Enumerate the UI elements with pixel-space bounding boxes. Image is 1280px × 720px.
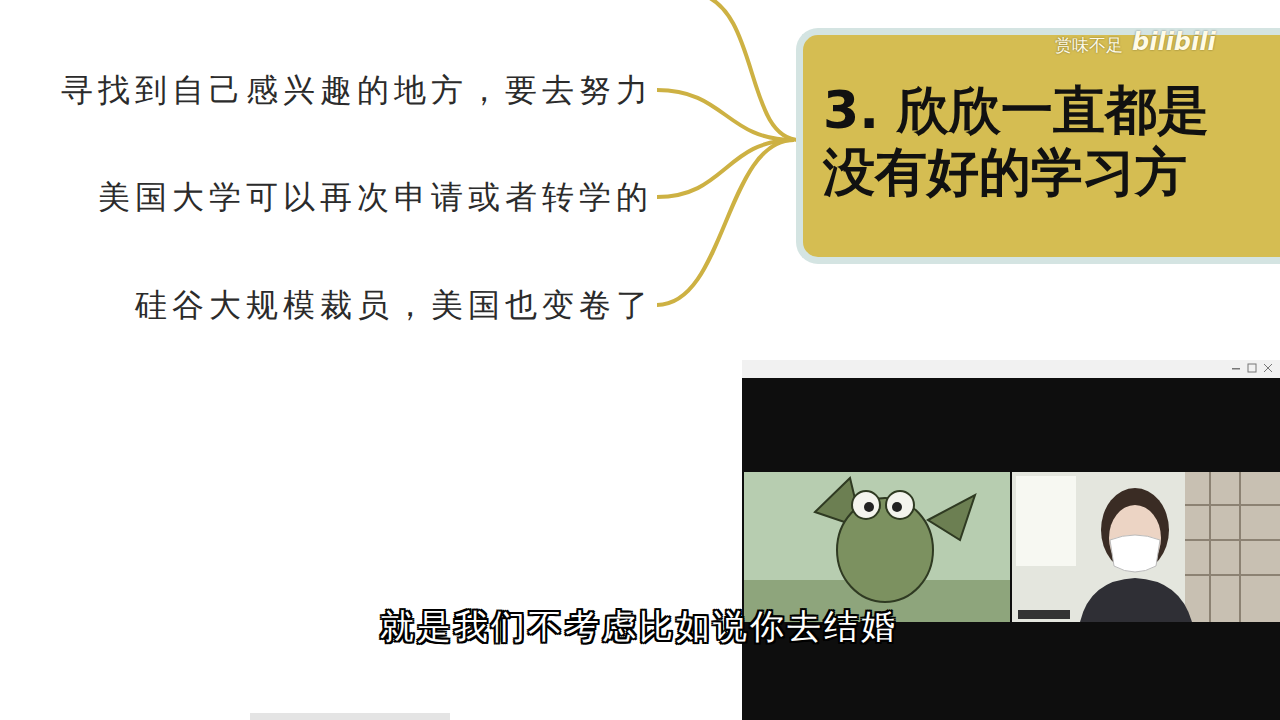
branch-topic: 美国大学可以再次申请或者转学的 bbox=[96, 173, 655, 221]
topic-title: 3. 欣欣一直都是 没有好的学习方 bbox=[803, 35, 1255, 203]
topic-text: 美国大学可以再次申请或者转学的 bbox=[98, 177, 653, 217]
room-window bbox=[1016, 476, 1076, 566]
camera-video bbox=[1012, 472, 1280, 622]
topic-text: 寻找到自己感兴趣的地方，要去努力 bbox=[61, 70, 653, 110]
name-tag bbox=[1018, 610, 1070, 619]
branch-topic: 硅谷大规模裁员，美国也变卷了 bbox=[133, 281, 655, 329]
branch-connector bbox=[657, 90, 794, 140]
scrollbar bbox=[250, 713, 450, 720]
person-body bbox=[1080, 578, 1192, 622]
cartoon-pupil bbox=[892, 502, 902, 512]
topic-box: 3. 欣欣一直都是 没有好的学习方 bbox=[796, 28, 1280, 264]
video-frame bbox=[742, 360, 1280, 720]
window-button bbox=[1248, 364, 1256, 372]
subtitle: 就是我们不考虑比如说你去结婚 bbox=[380, 606, 898, 646]
branch-line bbox=[700, 0, 800, 140]
person-face bbox=[1109, 505, 1161, 571]
cartoon-ear bbox=[928, 495, 975, 540]
cartoon-eye bbox=[886, 491, 914, 519]
watermark: 赏味不足 bbox=[1055, 34, 1123, 57]
title-bar bbox=[742, 360, 1280, 378]
branch-connector bbox=[657, 140, 794, 197]
face-mask bbox=[1110, 535, 1160, 572]
cartoon-head bbox=[837, 498, 933, 602]
cartoon-video bbox=[744, 472, 1010, 622]
branch-connector bbox=[657, 140, 794, 305]
branch-topic: 寻找到自己感兴趣的地方，要去努力 bbox=[59, 66, 655, 114]
window-button bbox=[1232, 368, 1240, 370]
cartoon-pupil bbox=[864, 502, 874, 512]
video-window bbox=[742, 360, 1280, 720]
watermark-logo: bilibili bbox=[1132, 28, 1216, 56]
person-hair bbox=[1101, 488, 1169, 572]
topic-text: 硅谷大规模裁员，美国也变卷了 bbox=[135, 285, 653, 325]
cartoon-eye bbox=[852, 491, 880, 519]
window-button bbox=[1264, 364, 1272, 372]
bookshelf bbox=[1185, 472, 1280, 622]
bookshelf-lines bbox=[1185, 472, 1280, 622]
